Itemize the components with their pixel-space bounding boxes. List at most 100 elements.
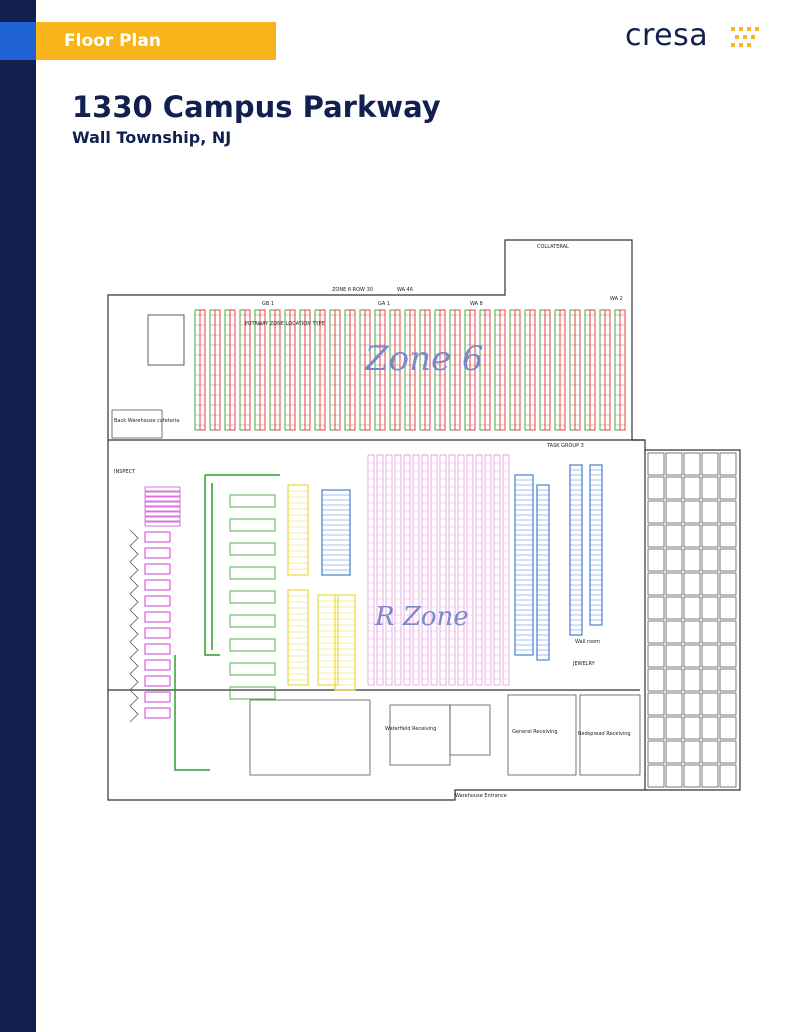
dock-bay	[144, 675, 171, 687]
zone-6-label: Zone 6	[364, 339, 484, 379]
warehouse-floor-plan: Zone 6 R Zone COLLATERAL WA 2 GB 1 GA 1 …	[107, 239, 741, 801]
dock-bay	[144, 579, 171, 591]
label-general-receiving: General Receiving	[512, 729, 558, 735]
office-room	[719, 692, 737, 716]
office-room	[701, 524, 719, 548]
dock-bay	[144, 521, 181, 527]
office-room	[701, 692, 719, 716]
office-room	[683, 764, 701, 788]
dock-bay	[144, 531, 171, 543]
office-room	[683, 596, 701, 620]
office-room	[647, 500, 665, 524]
office-room	[683, 572, 701, 596]
side-bar	[0, 0, 36, 1032]
label-back-cafeteria: Back Warehouse cafeteria	[114, 418, 179, 424]
yellow-rack	[287, 484, 309, 576]
label-gb-1: GB 1	[262, 301, 274, 307]
office-room	[683, 500, 701, 524]
office-room	[665, 716, 683, 740]
zone6-rack	[599, 309, 606, 431]
office-room	[719, 476, 737, 500]
zone6-rack	[284, 309, 291, 431]
zone6-rack	[614, 309, 621, 431]
zone6-rack	[209, 309, 216, 431]
label-collateral: COLLATERAL	[537, 244, 569, 250]
dock-door	[129, 689, 139, 707]
green-bay	[229, 638, 276, 652]
r-zone-rack	[493, 454, 501, 686]
yellow-rack	[287, 589, 309, 686]
zone6-rack	[344, 309, 351, 431]
blue-rack	[536, 484, 550, 661]
office-room	[665, 596, 683, 620]
office-room	[683, 668, 701, 692]
office-room	[647, 476, 665, 500]
office-room	[683, 452, 701, 476]
office-room	[683, 692, 701, 716]
dock-door	[129, 609, 139, 627]
office-room	[701, 764, 719, 788]
office-room	[701, 548, 719, 572]
zone6-rack	[544, 309, 551, 431]
zone6-office	[147, 314, 185, 366]
zone6-rack	[439, 309, 446, 431]
dock-door	[129, 593, 139, 611]
office-room	[719, 644, 737, 668]
office-room	[701, 668, 719, 692]
zone6-rack	[539, 309, 546, 431]
office-room	[683, 548, 701, 572]
dock-bay	[144, 547, 171, 559]
zone6-rack	[224, 309, 231, 431]
zone6-rack	[529, 309, 536, 431]
green-bay	[229, 590, 276, 604]
green-bay	[229, 566, 276, 580]
r-zone-rack	[475, 454, 483, 686]
office-room	[719, 452, 737, 476]
green-bay	[229, 614, 276, 628]
floor-plan-tag: Floor Plan	[36, 22, 276, 60]
r-zone-rack	[448, 454, 456, 686]
r-zone-rack	[439, 454, 447, 686]
office-room	[701, 620, 719, 644]
dock-bay	[144, 691, 171, 703]
zone6-rack	[569, 309, 576, 431]
r-zone-rack	[367, 454, 375, 686]
r-zone-rack	[385, 454, 393, 686]
zone6-rack	[394, 309, 401, 431]
office-room	[683, 740, 701, 764]
zone6-rack	[554, 309, 561, 431]
green-bay	[229, 542, 276, 556]
label-wa-46: WA 46	[397, 287, 413, 293]
office-room	[683, 524, 701, 548]
dock-bay	[144, 627, 171, 639]
property-location: Wall Township, NJ	[72, 128, 232, 147]
zone6-rack	[509, 309, 516, 431]
office-room	[719, 620, 737, 644]
r-zone-rack	[466, 454, 474, 686]
zone6-rack	[484, 309, 491, 431]
zone6-rack	[259, 309, 266, 431]
zone6-rack	[254, 309, 261, 431]
office-room	[647, 596, 665, 620]
office-room	[683, 644, 701, 668]
r-zone-rack	[457, 454, 465, 686]
office-room	[719, 524, 737, 548]
zone6-rack	[589, 309, 596, 431]
zone6-rack	[319, 309, 326, 431]
office-room	[719, 764, 737, 788]
office-room	[665, 500, 683, 524]
zone6-rack	[409, 309, 416, 431]
zone6-rack	[514, 309, 521, 431]
zone6-rack	[244, 309, 251, 431]
green-bay	[229, 494, 276, 508]
zone6-rack	[289, 309, 296, 431]
cresa-logo: cresa	[625, 18, 765, 58]
office-room	[647, 452, 665, 476]
zone6-rack	[229, 309, 236, 431]
office-room	[701, 740, 719, 764]
zone6-rack	[454, 309, 461, 431]
logo-text: cresa	[625, 18, 709, 53]
office-room	[647, 572, 665, 596]
office-room	[719, 548, 737, 572]
office-room	[647, 548, 665, 572]
